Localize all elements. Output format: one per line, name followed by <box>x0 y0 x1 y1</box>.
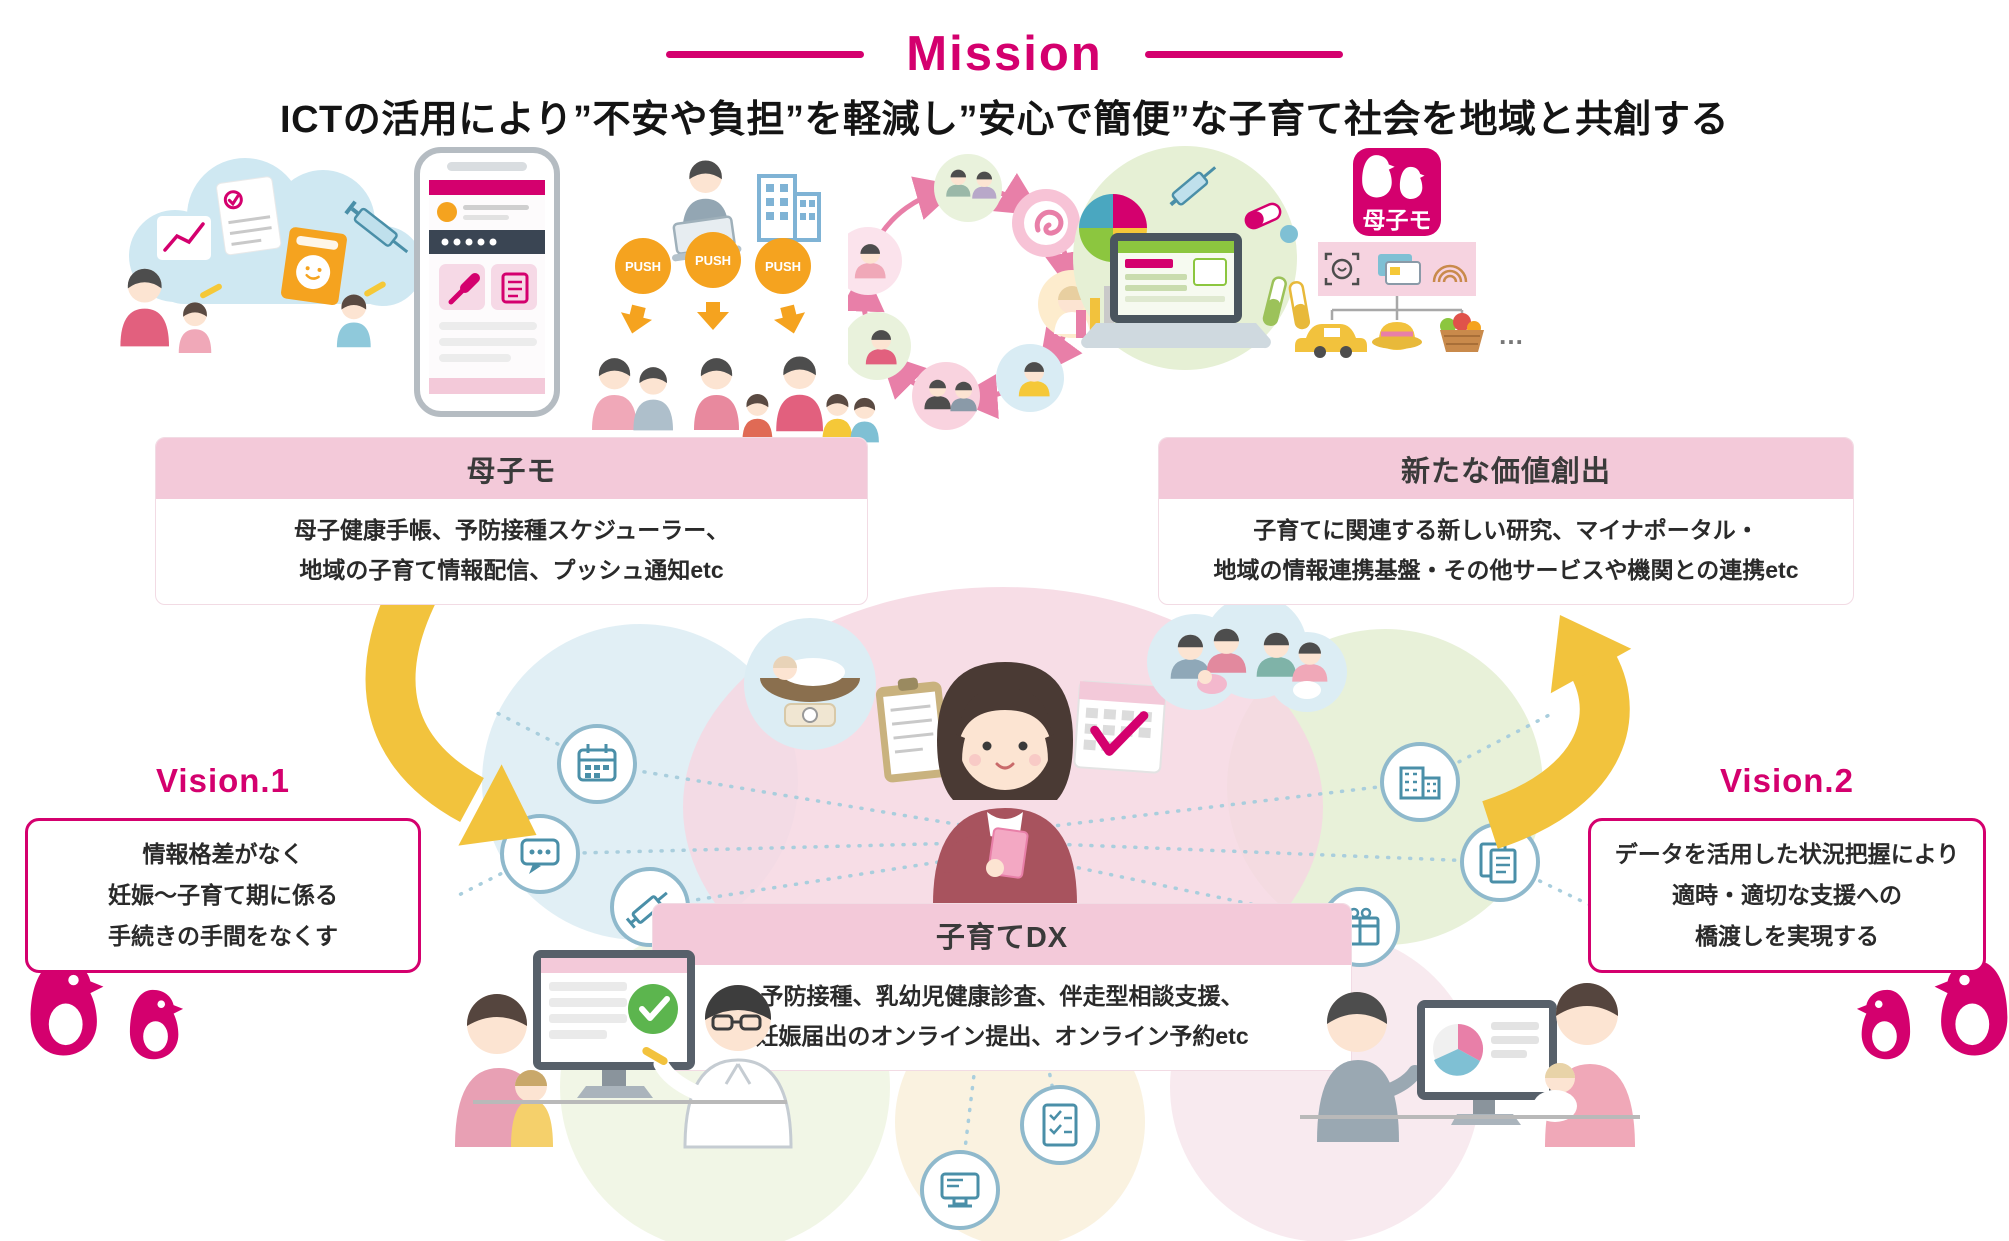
new-value-card-line1: 子育てに関連する新しい研究、マイナポータル・ <box>1253 517 1759 543</box>
boshimo-card-title: 母子モ <box>156 438 867 499</box>
families-bubble <box>1147 595 1347 712</box>
vision2-line3: 橋渡しを実現する <box>1695 922 1879 949</box>
documents-circle-icon <box>1460 822 1540 902</box>
mother-baby-figure <box>455 994 553 1147</box>
new-value-illustration: 母子モ <box>848 146 1524 430</box>
mission-header: Mission <box>0 26 2009 82</box>
test-tubes-icon <box>1262 276 1311 330</box>
syringe-badge-icon <box>1169 166 1217 207</box>
kosodate-dx-card-line1: 予防接種、乳幼児健康診査、伴走型相談支援、 <box>760 983 1244 1009</box>
new-value-card-body: 子育てに関連する新しい研究、マイナポータル・ 地域の情報連携基盤・その他サービス… <box>1159 499 1853 604</box>
life-cycle-ring <box>848 154 1106 430</box>
mini-chart-icon <box>157 216 211 260</box>
vision2-title: Vision.2 <box>1720 762 1854 799</box>
baby-scale-illustration <box>744 618 876 750</box>
city-hall-circle-icon <box>1380 742 1460 822</box>
kosodate-dx-card-line2: 妊娠届出のオンライン提出、オンライン予約etc <box>755 1022 1249 1049</box>
boshimo-logo-label: 母子モ <box>1363 207 1432 233</box>
vision1-line3: 手続きの手間をなくす <box>108 922 338 949</box>
notified-families <box>592 356 879 443</box>
municipality-staff <box>672 160 742 262</box>
laptop-dashboard <box>1081 233 1271 349</box>
id-cards-icon <box>1378 254 1421 285</box>
boshimo-illustration: PUSH PUSH PUSH <box>120 147 879 443</box>
vision1-line1: 情報格差がなく <box>142 841 304 867</box>
vision2-line2: 適時・適切な支援への <box>1672 881 1902 908</box>
arrow-dx-to-new-value <box>1481 615 1632 849</box>
vision1-line2: 妊娠〜子育て期に係る <box>108 881 338 908</box>
food-basket-icon <box>1440 313 1484 352</box>
boshimo-card: 母子モ 母子健康手帳、予防接種スケジューラー、 地域の子育て情報配信、プッシュ通… <box>155 437 868 606</box>
face-auth-icon <box>1324 252 1360 286</box>
calendar-circle-icon <box>557 724 637 804</box>
mission-line-right <box>1144 50 1343 58</box>
boshimo-card-body: 母子健康手帳、予防接種スケジューラー、 地域の子育て情報配信、プッシュ通知etc <box>156 499 867 604</box>
pills-icon <box>1244 202 1298 243</box>
vision1-box: 情報格差がなく 妊娠〜子育て期に係る 手続きの手間をなくす <box>25 818 421 973</box>
handbook-icon <box>281 227 347 306</box>
checklist-circle-icon <box>1020 1085 1100 1165</box>
push-label-2: PUSH <box>695 253 731 268</box>
mother-child-writing <box>120 268 386 353</box>
vision2-box: データを活用した状況把握により 適時・適切な支援への 橋渡しを実現する <box>1588 818 1986 973</box>
checklist-paper-icon <box>216 176 282 256</box>
push-label-1: PUSH <box>625 259 661 274</box>
mother-baby-watching-figure <box>1533 983 1635 1147</box>
monitor-circle-icon <box>920 1150 1000 1230</box>
id-linkage-band <box>1318 242 1476 296</box>
pie-chart-icon <box>1079 194 1147 262</box>
hat-icon <box>1372 322 1422 350</box>
fingerprint-icon <box>1432 264 1468 283</box>
cloud-icon <box>129 158 423 306</box>
mission-subtitle: ICTの活用により”不安や負担”を軽減し”安心で簡便”な子育て社会を地域と共創す… <box>280 99 1729 141</box>
new-value-card: 新たな価値創出 子育てに関連する新しい研究、マイナポータル・ 地域の情報連携基盤… <box>1158 437 1854 606</box>
more-services-ellipsis: … <box>1498 320 1524 350</box>
checked-calendar-illustration <box>1073 680 1167 774</box>
new-value-card-line2: 地域の情報連携基盤・その他サービスや機関との連携etc <box>1213 556 1799 583</box>
kosodate-dx-card: 子育てDX 予防接種、乳幼児健康診査、伴走型相談支援、 妊娠届出のオンライン提出… <box>652 903 1352 1072</box>
mother-center-illustration <box>933 662 1077 904</box>
mission-line-left <box>666 50 865 58</box>
kosodate-dx-card-title: 子育てDX <box>653 904 1351 965</box>
boshimo-logo: 母子モ <box>1353 148 1441 236</box>
push-label-3: PUSH <box>765 259 801 274</box>
push-arrows-icon <box>620 302 806 334</box>
new-value-card-title: 新たな価値創出 <box>1159 438 1853 499</box>
boshimo-card-line2: 地域の子育て情報配信、プッシュ通知etc <box>299 556 724 583</box>
linkage-connector-lines <box>1330 296 1464 320</box>
clipboard-illustration <box>875 677 951 783</box>
building-icon <box>757 174 821 242</box>
kosodate-dx-card-body: 予防接種、乳幼児健康診査、伴走型相談支援、 妊娠届出のオンライン提出、オンライン… <box>653 965 1351 1070</box>
message-circle-icon <box>500 814 580 894</box>
mission-title: Mission <box>906 27 1103 81</box>
green-circle-bg <box>1073 146 1297 370</box>
push-badges: PUSH PUSH PUSH <box>615 232 811 334</box>
boshimo-card-line1: 母子健康手帳、予防接種スケジューラー、 <box>293 517 730 543</box>
syringe-icon <box>344 200 409 254</box>
smartphone-app <box>414 147 560 417</box>
vision2-line1: データを活用した状況把握により <box>1614 841 1960 867</box>
vision1-title: Vision.1 <box>156 762 290 799</box>
taxi-icon <box>1295 324 1367 358</box>
bar-chart-icon <box>1076 286 1114 338</box>
